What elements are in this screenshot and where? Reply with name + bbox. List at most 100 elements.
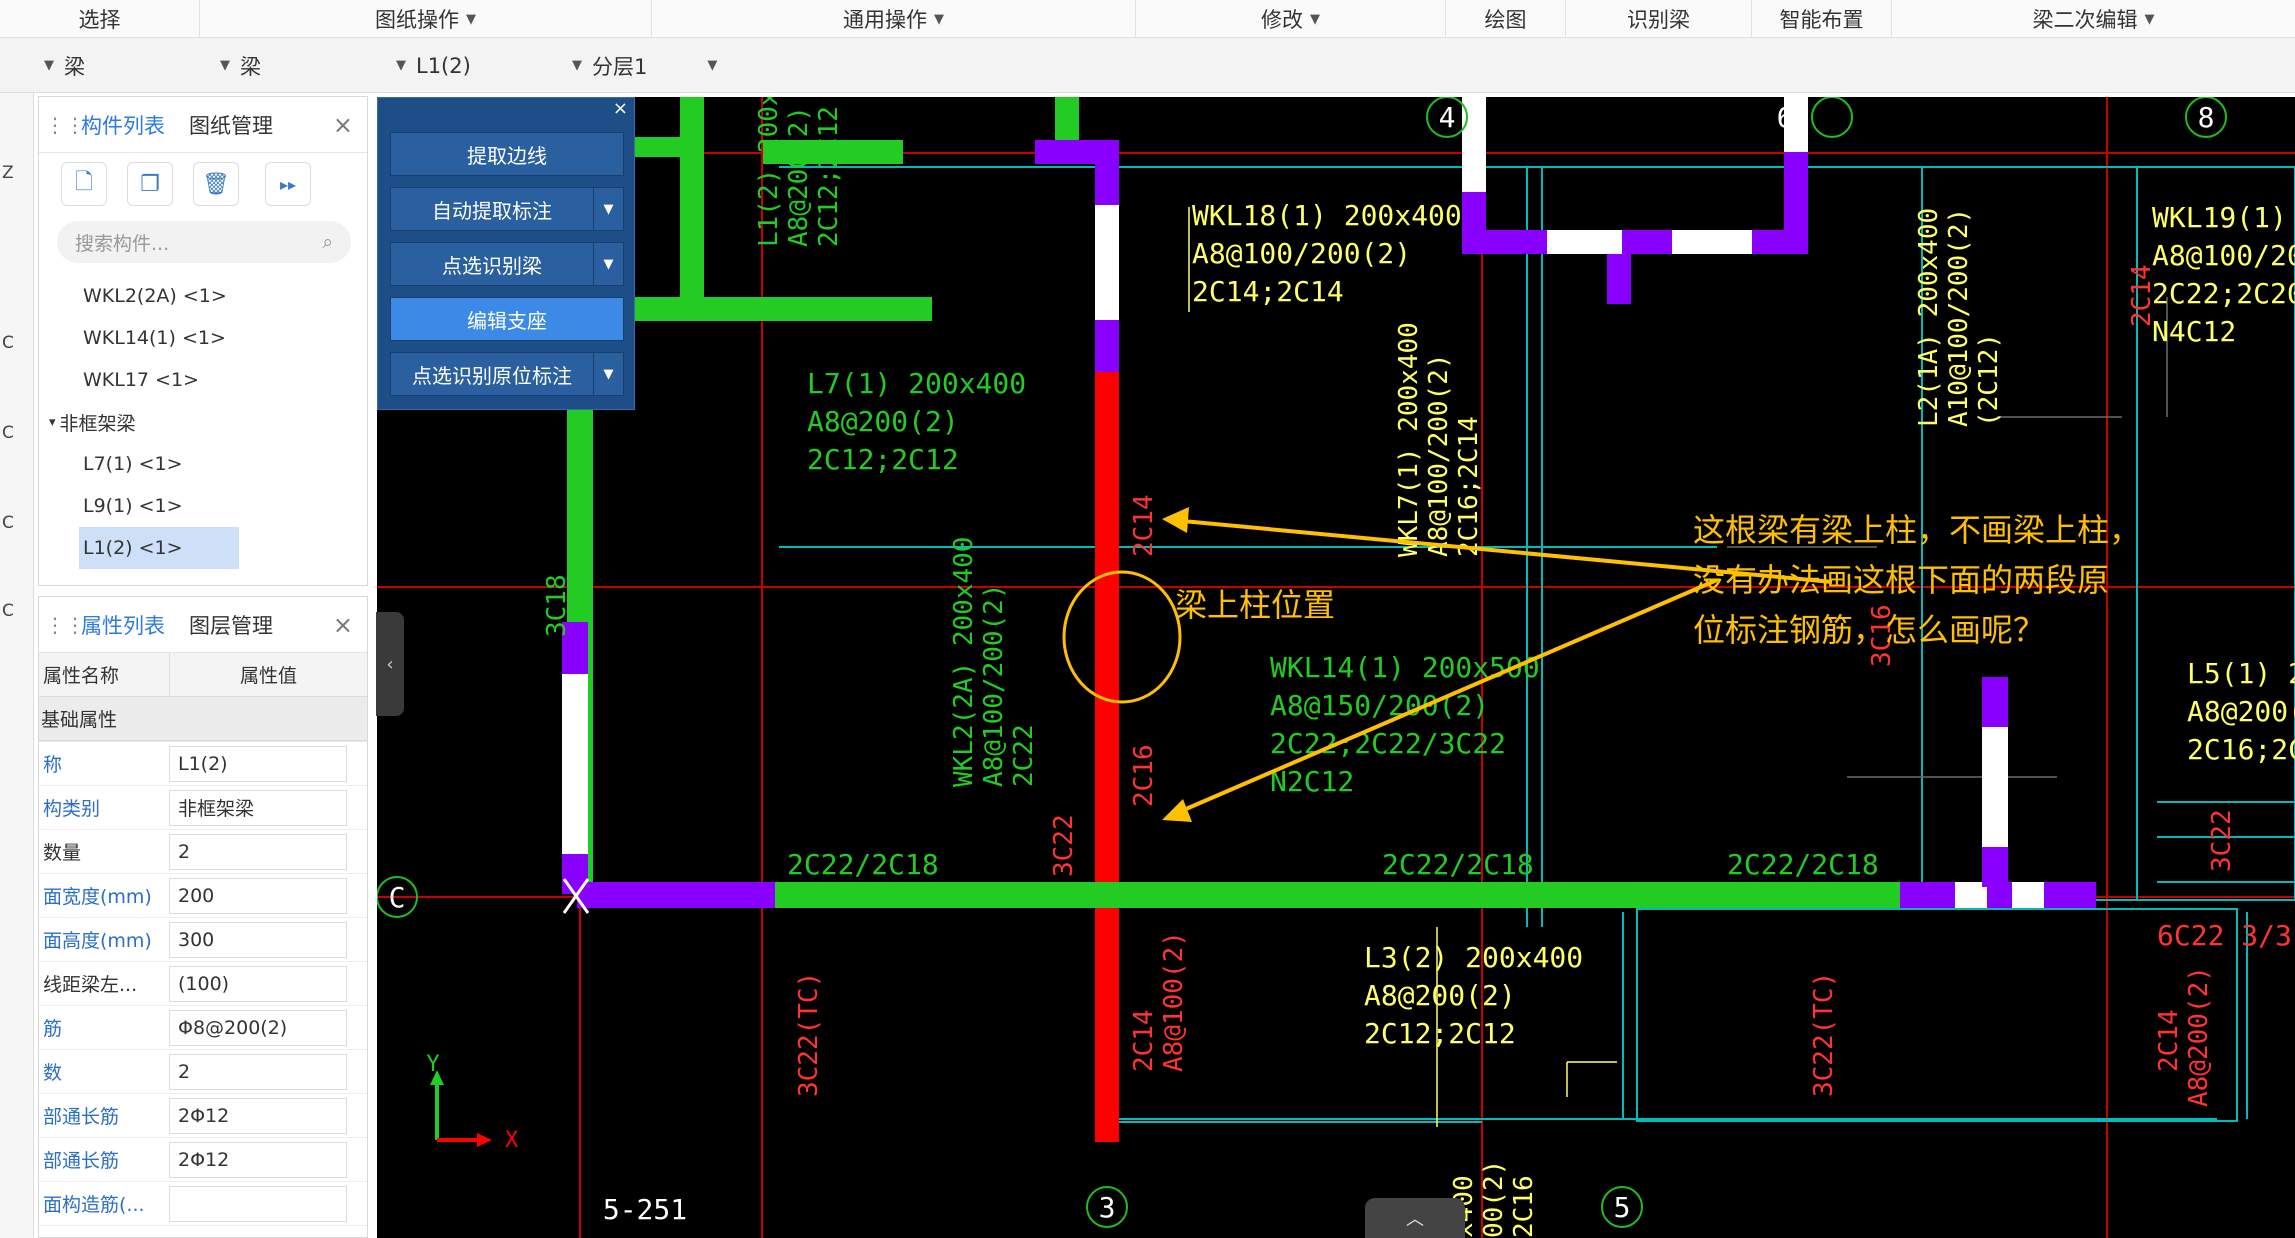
click-identify-beam-button[interactable]: 点选识别梁▼: [390, 242, 624, 286]
collapse-panel-handle[interactable]: ‹: [376, 612, 404, 716]
ucs-axis-icon: Y X: [426, 1052, 519, 1153]
svg-text:2C22;2C22/3C22: 2C22;2C22/3C22: [1270, 727, 1506, 760]
axis-label: 6: [1777, 101, 1794, 134]
svg-text:2C14: 2C14: [1129, 1009, 1159, 1072]
svg-text:2C16;2C1: 2C16;2C1: [2187, 733, 2295, 766]
strip-label: C: [2, 513, 14, 533]
expand-bottom-panel-handle[interactable]: ︿: [1365, 1198, 1465, 1238]
ribbon-select[interactable]: 选择: [0, 0, 200, 38]
svg-text:L3(2) 200x400: L3(2) 200x400: [1364, 941, 1583, 974]
auto-extract-label-button[interactable]: 自动提取标注▼: [390, 187, 624, 231]
svg-text:WKL7(1) 200x400: WKL7(1) 200x400: [1394, 322, 1424, 557]
property-value-field[interactable]: (100): [169, 965, 347, 1002]
ribbon-draw[interactable]: 绘图: [1446, 0, 1566, 38]
property-value-field[interactable]: 300: [169, 921, 347, 958]
svg-text:L7(1) 200x400: L7(1) 200x400: [807, 367, 1026, 400]
property-value-field[interactable]: 非框架梁: [169, 789, 347, 826]
property-section: 基础属性: [39, 697, 367, 741]
ribbon-drawing-ops[interactable]: 图纸操作▼: [200, 0, 652, 38]
chevron-down-icon: ▼: [466, 11, 476, 27]
tree-item[interactable]: L9(1) <1>: [83, 495, 183, 517]
svg-text:2C14: 2C14: [2127, 264, 2157, 327]
close-icon[interactable]: ×: [612, 98, 628, 119]
collapse-arrow-icon: ▾: [49, 414, 56, 430]
svg-text:A8@100/200(: A8@100/200(: [2152, 239, 2295, 272]
filter-dropdown-3[interactable]: ▼L1(2): [396, 53, 471, 78]
property-value-field[interactable]: 2: [169, 833, 347, 870]
component-tree: WKL2(2A) <1> WKL14(1) <1> WKL17 <1> ▾非框架…: [39, 275, 367, 569]
svg-text:WKL2(2A) 200x400: WKL2(2A) 200x400: [949, 537, 979, 787]
svg-text:3C22(TC): 3C22(TC): [1809, 972, 1839, 1097]
tree-item[interactable]: WKL2(2A) <1>: [83, 285, 227, 307]
click-identify-in-situ-label-button[interactable]: 点选识别原位标注▼: [390, 352, 624, 396]
property-row: 面构造筋(...: [39, 1182, 367, 1226]
property-row: 面宽度(mm)200: [39, 874, 367, 918]
vertical-labels: L1(2) 200x3 A8@200(2) 2C12;2C12 WKL2(2A)…: [542, 97, 2237, 1238]
identify-beam-floating-menu: × 提取边线 自动提取标注▼ 点选识别梁▼ 编辑支座 点选识别原位标注▼: [377, 97, 635, 410]
property-value-field[interactable]: Φ8@200(2): [169, 1009, 347, 1046]
property-value-field[interactable]: 2Φ12: [169, 1097, 347, 1134]
component-list-panel: ⋮⋮ 构件列表 图纸管理 × 🗋 ❐ 🗑 ▸▸ 搜索构件... ⌕ WKL2(2…: [38, 96, 368, 586]
chevron-down-icon: ▼: [44, 58, 54, 73]
property-value-field[interactable]: 2: [169, 1053, 347, 1090]
svg-text:3C16: 3C16: [1867, 604, 1897, 667]
caret-down-icon[interactable]: ▼: [593, 188, 623, 230]
tree-group-non-frame-beam[interactable]: ▾非框架梁: [49, 412, 136, 435]
chevron-up-icon: ︿: [1406, 1209, 1424, 1230]
filter-dropdown-2[interactable]: ▼梁: [220, 54, 261, 79]
svg-text:A8@200(2): A8@200(2): [807, 405, 959, 438]
search-input[interactable]: 搜索构件... ⌕: [57, 221, 351, 263]
property-value-field[interactable]: 2Φ12: [169, 1141, 347, 1178]
tab-component-list[interactable]: 构件列表: [81, 113, 165, 138]
cad-canvas[interactable]: 4 6 8 C 3 5 5-251 WKL18(1) 200x400 A8@10…: [377, 97, 2295, 1238]
axis-label: 5: [1614, 1191, 1631, 1224]
filter-dropdown-4[interactable]: ▼分层1▼: [572, 54, 718, 79]
tree-item[interactable]: L7(1) <1>: [83, 453, 183, 475]
property-value-field[interactable]: 200: [169, 877, 347, 914]
tree-item-selected[interactable]: L1(2) <1>: [79, 527, 239, 569]
svg-text:6C22 3/3: 6C22 3/3: [2157, 919, 2292, 952]
close-icon[interactable]: ×: [332, 611, 353, 639]
filter-bar: ▼梁 ▼梁 ▼L1(2) ▼分层1▼: [0, 38, 2295, 93]
svg-text:X: X: [505, 1128, 519, 1153]
tab-drawing-management[interactable]: 图纸管理: [189, 113, 273, 138]
tree-item[interactable]: WKL14(1) <1>: [83, 327, 226, 349]
close-icon[interactable]: ×: [332, 111, 353, 139]
ribbon-modify[interactable]: 修改▼: [1136, 0, 1446, 38]
svg-text:2C12;2C12: 2C12;2C12: [1364, 1017, 1516, 1050]
trash-icon: 🗑: [202, 171, 230, 197]
chevron-down-icon: ▼: [1310, 11, 1320, 27]
delete-button[interactable]: 🗑: [193, 162, 239, 206]
caret-down-icon[interactable]: ▼: [593, 243, 623, 285]
svg-text:2C22/2C18: 2C22/2C18: [1727, 848, 1879, 881]
drag-handle-icon[interactable]: ⋮⋮: [45, 612, 85, 637]
copy-button[interactable]: ❐: [127, 162, 173, 206]
more-button[interactable]: ▸▸: [265, 162, 311, 206]
tab-property-list[interactable]: 属性列表: [81, 613, 165, 638]
tree-item[interactable]: WKL17 <1>: [83, 369, 199, 391]
chevron-down-icon: ▼: [934, 11, 944, 27]
svg-text:2C22: 2C22: [1009, 724, 1039, 787]
tab-layer-management[interactable]: 图层管理: [189, 613, 273, 638]
svg-text:2C16;2C14: 2C16;2C14: [1454, 416, 1484, 557]
new-component-button[interactable]: 🗋: [61, 162, 107, 206]
property-header: 属性名称 属性值: [39, 652, 367, 697]
ribbon-common-ops[interactable]: 通用操作▼: [652, 0, 1136, 38]
caret-down-icon[interactable]: ▼: [593, 353, 623, 395]
property-row: 线距梁左...(100): [39, 962, 367, 1006]
strip-label: C: [2, 333, 14, 353]
axis-label: 5-251: [603, 1193, 687, 1226]
ribbon-identify-beam[interactable]: 识别梁: [1566, 0, 1752, 38]
extract-edge-button[interactable]: 提取边线: [390, 132, 624, 176]
property-value-field[interactable]: L1(2): [169, 745, 347, 782]
svg-text:N4C12: N4C12: [2152, 315, 2236, 348]
drag-handle-icon[interactable]: ⋮⋮: [45, 112, 85, 137]
ribbon-beam-edit[interactable]: 梁二次编辑▼: [2032, 8, 2155, 32]
ribbon-smart-layout[interactable]: 智能布置: [1752, 0, 1892, 38]
svg-text:(2C12): (2C12): [1974, 333, 2004, 427]
filter-dropdown-1[interactable]: ▼梁: [44, 54, 85, 79]
property-value-field[interactable]: [169, 1185, 347, 1222]
edit-support-button[interactable]: 编辑支座: [390, 297, 624, 341]
strip-label: C: [2, 601, 14, 621]
